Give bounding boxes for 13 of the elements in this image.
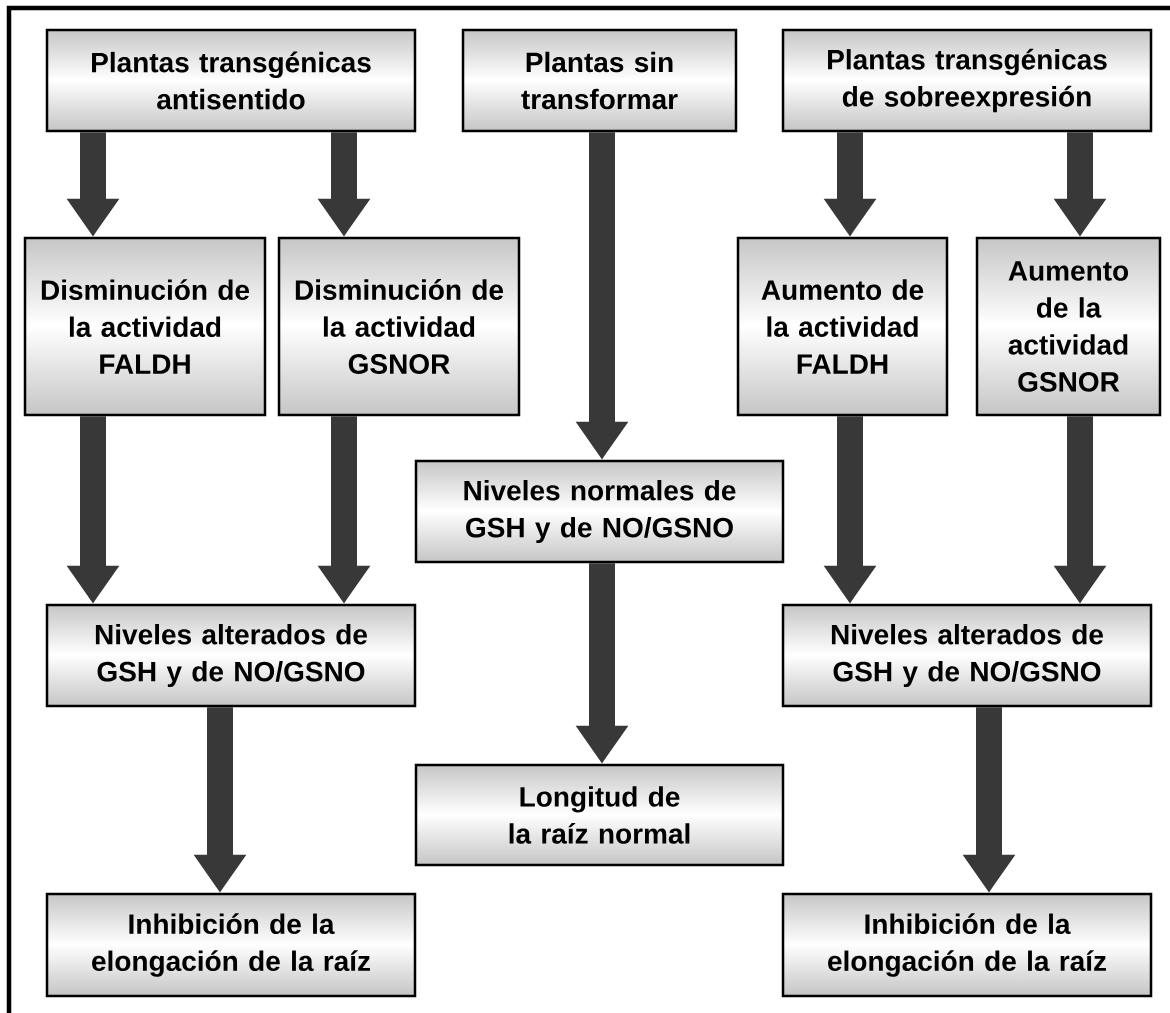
process-box: Inhibición de la elongación de la raíz — [45, 892, 417, 998]
process-box: Niveles normales de GSH y de NO/GSNO — [414, 459, 785, 564]
process-box: Aumento de la actividad GSNOR — [975, 236, 1162, 417]
process-box: Inhibición de la elongación de la raíz — [781, 892, 1153, 998]
process-box: Disminución de la actividad GSNOR — [277, 236, 521, 417]
process-box: Plantas transgénicas antisentido — [45, 28, 417, 133]
process-box: Niveles alterados de GSH y de NO/GSNO — [45, 603, 417, 708]
process-box: Longitud de la raíz normal — [414, 763, 785, 867]
process-box: Plantas sin transformar — [461, 28, 738, 133]
process-box: Disminución de la actividad FALDH — [23, 236, 267, 417]
process-box: Niveles alterados de GSH y de NO/GSNO — [781, 603, 1153, 708]
process-box: Plantas transgénicas de sobreexpresión — [781, 28, 1153, 133]
process-box: Aumento de la actividad FALDH — [736, 236, 949, 417]
